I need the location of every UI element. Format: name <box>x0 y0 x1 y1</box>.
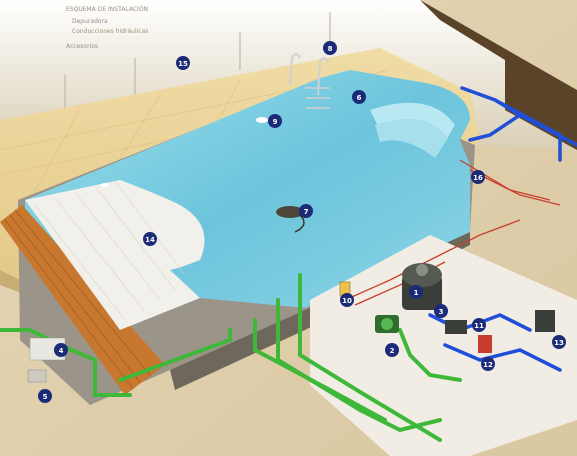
callout-14: 14 <box>143 232 157 246</box>
svg-text:1: 1 <box>414 289 419 297</box>
svg-text:2: 2 <box>390 347 395 355</box>
callout-11: 11 <box>472 318 486 332</box>
svg-text:7: 7 <box>304 208 309 216</box>
callout-15: 15 <box>176 56 190 70</box>
drain-box <box>28 370 46 382</box>
callout-8: 8 <box>323 41 337 55</box>
callout-6: 6 <box>352 90 366 104</box>
callout-4: 4 <box>54 343 68 357</box>
svg-text:11: 11 <box>474 322 484 330</box>
svg-text:12: 12 <box>483 361 493 369</box>
svg-text:13: 13 <box>554 339 564 347</box>
svg-text:3: 3 <box>439 308 444 316</box>
callout-12: 12 <box>481 357 495 371</box>
svg-text:15: 15 <box>178 60 188 68</box>
svg-text:14: 14 <box>145 236 155 244</box>
callout-10: 10 <box>340 293 354 307</box>
header-line-1: ESQUEMA DE INSTALACIÓN <box>66 6 148 13</box>
return-inlet <box>101 183 109 187</box>
pump <box>375 315 399 333</box>
header-line-4: Accesorios <box>66 43 98 50</box>
header-line-2: Depuradora <box>72 18 108 25</box>
svg-text:10: 10 <box>342 297 352 305</box>
svg-text:8: 8 <box>328 45 333 53</box>
controller-11 <box>445 320 467 334</box>
skimmer <box>256 117 268 123</box>
svg-text:4: 4 <box>59 347 64 355</box>
callout-1: 1 <box>409 285 423 299</box>
svg-text:16: 16 <box>473 174 483 182</box>
callout-13: 13 <box>552 335 566 349</box>
callout-16: 16 <box>471 170 485 184</box>
callout-9: 9 <box>268 114 282 128</box>
svg-text:6: 6 <box>357 94 362 102</box>
sand-filter <box>402 263 442 310</box>
svg-text:9: 9 <box>273 118 278 126</box>
controller-13 <box>535 310 555 332</box>
callout-3: 3 <box>434 304 448 318</box>
callout-5: 5 <box>38 389 52 403</box>
callout-2: 2 <box>385 343 399 357</box>
callout-7: 7 <box>299 204 313 218</box>
controller-12 <box>478 335 492 353</box>
header-line-3: Conducciones hidráulicas <box>72 28 148 35</box>
svg-text:5: 5 <box>43 393 48 401</box>
